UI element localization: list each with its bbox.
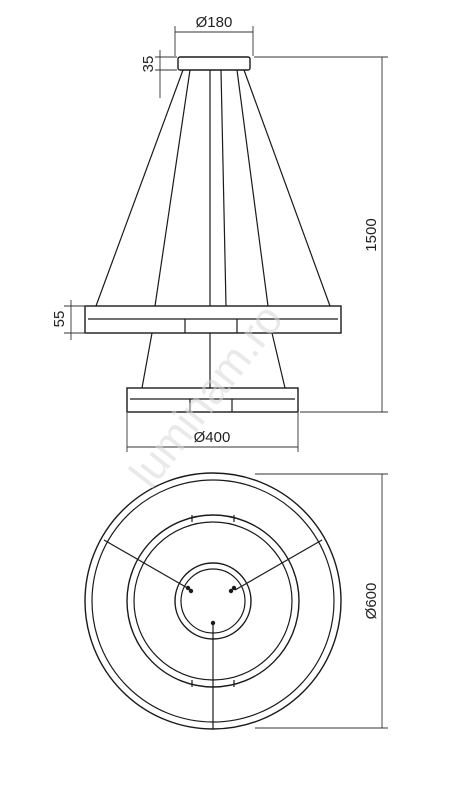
watermark: luminam.ro xyxy=(120,295,293,497)
cable xyxy=(141,332,153,389)
small-ring-side xyxy=(126,387,299,413)
canopy-diameter-label: Ø180 xyxy=(196,14,233,31)
cable xyxy=(95,69,184,307)
cable xyxy=(154,69,191,307)
small-ring-diameter-label: Ø400 xyxy=(194,429,231,446)
cable xyxy=(220,69,227,307)
canopy-height-label: 35 xyxy=(140,56,157,73)
plan-view xyxy=(84,472,342,730)
cable-points xyxy=(185,585,237,626)
spoke xyxy=(103,539,192,591)
cable xyxy=(271,332,286,389)
dimension-lines xyxy=(64,26,388,729)
ring-height-label: 55 xyxy=(51,311,68,328)
large-ring-side xyxy=(84,305,342,334)
total-height-label: 1500 xyxy=(363,218,380,251)
cable xyxy=(236,69,269,307)
side-view xyxy=(84,56,342,413)
cable xyxy=(243,69,331,307)
canopy xyxy=(177,56,251,71)
spoke xyxy=(234,539,323,591)
large-ring-diameter-label: Ø600 xyxy=(363,583,380,620)
